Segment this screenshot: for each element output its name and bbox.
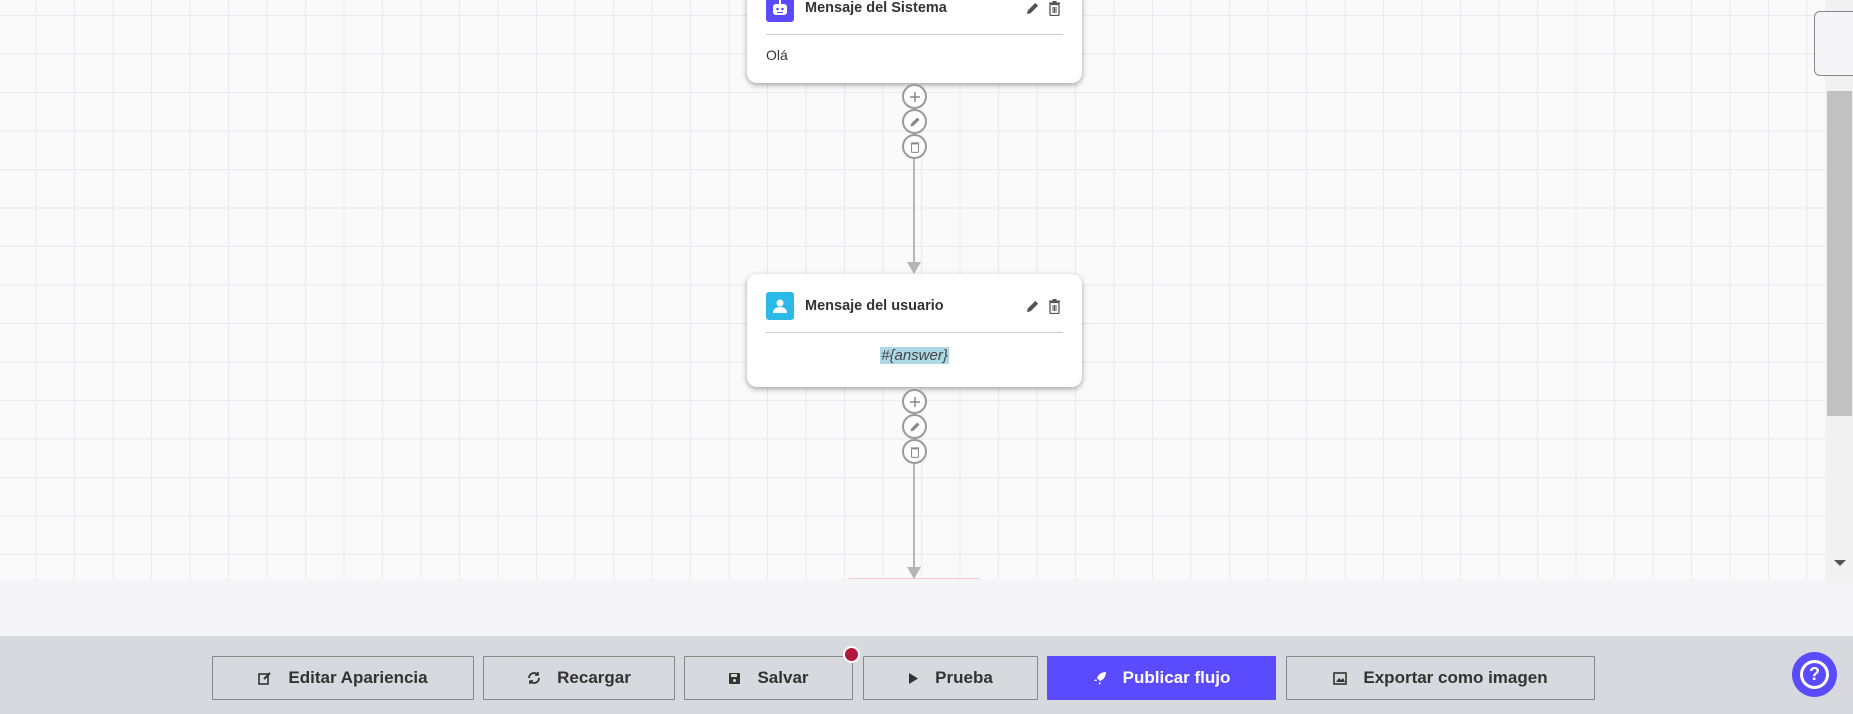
node-system-message[interactable]: Mensaje del Sistema Olá [747,0,1082,83]
save-button[interactable]: Salvar [684,656,853,700]
add-node-button[interactable] [902,389,927,414]
node-user-message[interactable]: Mensaje del usuario #{answer} [747,274,1082,387]
delete-connection-button[interactable] [902,439,927,464]
scroll-down-arrow[interactable] [1834,560,1846,566]
node-title: Mensaje del Sistema [805,0,947,16]
flow-canvas[interactable]: Mensaje del Sistema Olá Mensaje del usua… [0,0,1825,579]
trash-icon[interactable] [1045,297,1063,315]
minimap-box[interactable] [1814,11,1853,76]
scrollbar-thumb[interactable] [1827,91,1852,416]
refresh-icon [528,672,541,684]
play-icon [909,672,919,684]
node-body: Olá [766,47,788,63]
edit-icon [258,672,272,685]
trash-icon[interactable] [1045,0,1063,17]
bottom-toolbar: Editar Apariencia Recargar Salvar Prueba… [0,636,1853,714]
vertical-scrollbar[interactable] [1825,0,1853,583]
delete-connection-button[interactable] [902,134,927,159]
edit-connection-button[interactable] [902,109,927,134]
unsaved-changes-dot [843,646,860,663]
rocket-icon [1093,672,1106,685]
reload-button[interactable]: Recargar [483,656,675,700]
node-title: Mensaje del usuario [805,298,944,314]
publish-flow-button[interactable]: Publicar flujo [1047,656,1276,700]
edit-appearance-button[interactable]: Editar Apariencia [212,656,474,700]
edit-connection-button[interactable] [902,414,927,439]
connector-line [913,464,915,569]
image-icon [1333,671,1348,685]
add-node-button[interactable] [902,84,927,109]
connector-line [913,159,915,262]
robot-icon [766,0,794,22]
user-icon [766,292,794,320]
node-body: #{answer} [880,347,949,364]
next-node-edge [849,578,979,579]
floppy-disk-icon [729,672,741,684]
connector-arrow [907,262,921,274]
pencil-icon[interactable] [1023,297,1041,315]
export-image-button[interactable]: Exportar como imagen [1286,656,1595,700]
pencil-icon[interactable] [1023,0,1041,17]
connector-arrow [907,567,921,579]
question-icon: ? [1800,660,1829,689]
test-button[interactable]: Prueba [863,656,1038,700]
help-button[interactable]: ? [1792,652,1837,697]
